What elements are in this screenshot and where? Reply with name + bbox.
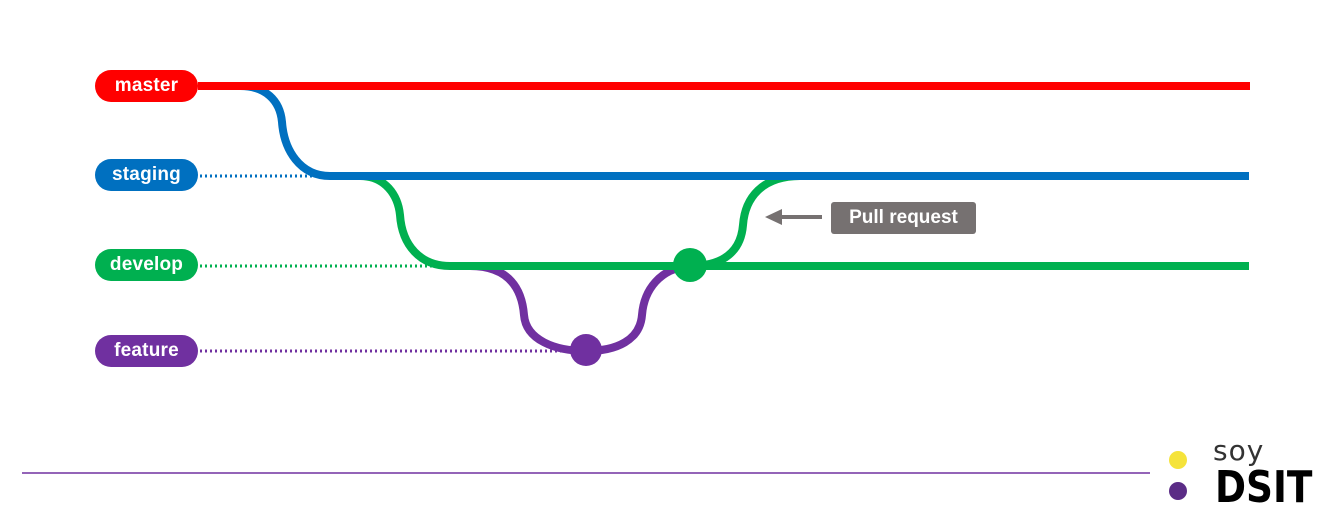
pull-request-arrow-head-icon (765, 209, 782, 225)
feature-commit-node (570, 334, 602, 366)
purple-dot-icon (1169, 482, 1187, 500)
branch-label-feature: feature (95, 335, 198, 367)
develop-to-staging-merge-line (689, 172, 801, 270)
develop-branch-line (359, 172, 1249, 270)
soy-dsit-logo: soy DSIT (1160, 435, 1330, 515)
pull-request-badge: Pull request (831, 202, 976, 234)
branch-label-develop: develop (95, 249, 198, 281)
yellow-dot-icon (1169, 451, 1187, 469)
develop-merge-node (673, 248, 707, 282)
logo-prefix: soy (1213, 434, 1265, 467)
staging-branch-line (239, 82, 1249, 180)
branch-label-staging: staging (95, 159, 198, 191)
logo-name: DSIT (1215, 462, 1313, 513)
branch-label-master: master (95, 70, 198, 102)
